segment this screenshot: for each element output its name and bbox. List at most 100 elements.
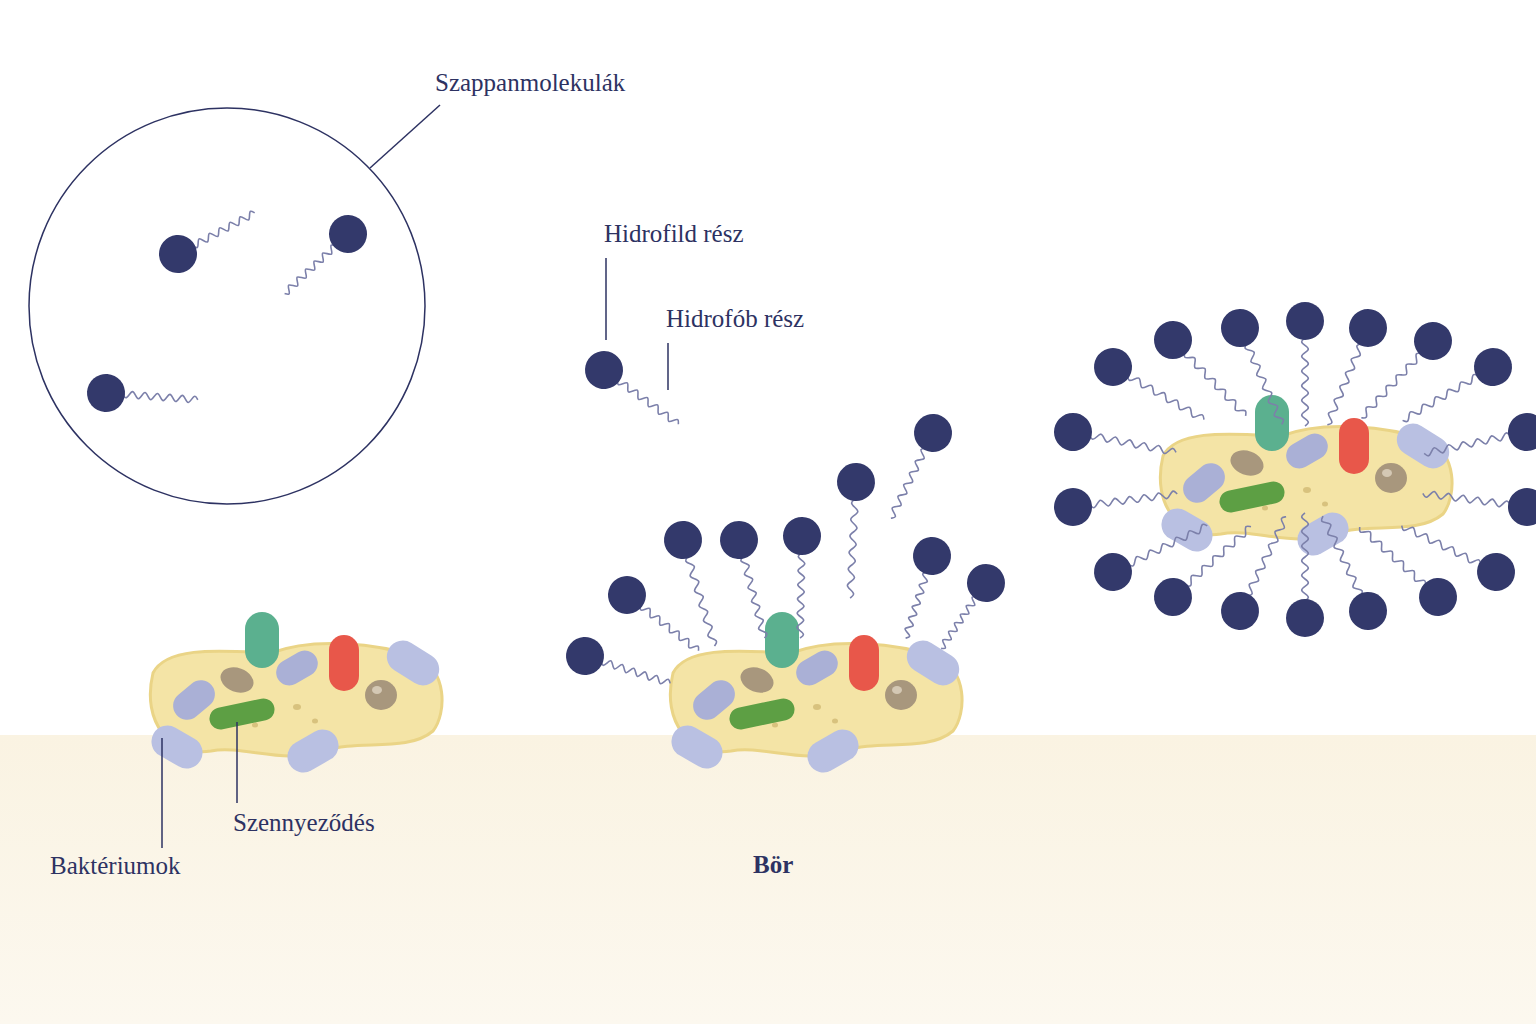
soap-molecule (1215, 508, 1304, 636)
hydrophobic-tail (1127, 523, 1209, 568)
hydrophobic-tail (1089, 491, 1177, 509)
soap-molecule (1420, 475, 1536, 529)
hydrophobic-tail (191, 210, 256, 249)
soap-molecule (600, 568, 710, 665)
soap-molecule (1347, 314, 1459, 431)
leader-line (605, 258, 607, 340)
soap-molecule (1088, 509, 1216, 598)
hydrophobic-tail (638, 603, 700, 654)
soap-molecule (1347, 513, 1465, 624)
hydrophobic-tail (938, 595, 979, 650)
hydrophobic-tail (1324, 342, 1364, 426)
callout-label: Szappanmolekulák (435, 68, 625, 98)
hydrophilic-head (1343, 586, 1394, 637)
soap-molecule (659, 516, 732, 651)
hydrophilic-head (152, 228, 203, 279)
hydrophobic-tail (797, 553, 805, 638)
hydrophobic-tail (1422, 490, 1510, 508)
hydrophilic-head (716, 517, 762, 563)
hydrophobic-tail (600, 658, 671, 687)
hydrophobic-tail (1424, 432, 1512, 456)
hydrophilic-head (908, 532, 956, 580)
soap-molecule (1286, 513, 1324, 637)
hydrophobic-tail (902, 571, 930, 639)
hydrophilic-head (577, 343, 630, 396)
skin-band: Bör (0, 735, 1536, 1024)
soap-molecule (1393, 509, 1521, 598)
soap-molecule (831, 462, 876, 599)
leader-line (667, 343, 669, 390)
hydrophobic-tail (1126, 373, 1206, 423)
soap-molecule (577, 343, 689, 439)
soap-molecule (888, 532, 956, 644)
hydrophilic-head (561, 632, 609, 680)
part-label: Hidrofób rész (666, 304, 804, 334)
hydrophobic-tail (1244, 342, 1285, 425)
soap-molecule (1052, 475, 1180, 528)
hydrophilic-head (600, 568, 653, 621)
hydrophilic-head (1505, 410, 1536, 455)
hydrophilic-head (1087, 341, 1139, 393)
hydrophobic-tail (616, 377, 681, 427)
hydrophilic-head (1286, 302, 1324, 340)
hydrophilic-head (1411, 570, 1465, 624)
hydrophilic-head (321, 207, 375, 261)
hydrophobic-tail (1320, 515, 1364, 597)
hydrophilic-head (960, 557, 1013, 610)
hydrophilic-head (1467, 341, 1519, 393)
hydrophobic-tail (282, 243, 338, 296)
hydrophobic-tail (740, 556, 768, 639)
soap-molecule (272, 207, 375, 307)
soap-molecule (1420, 410, 1536, 472)
hydrophilic-head (1052, 486, 1094, 528)
hydrophobic-tail (1401, 373, 1480, 423)
hydrophobic-tail (1244, 515, 1289, 597)
soap-molecule (925, 557, 1012, 660)
hydrophilic-head (86, 373, 127, 414)
hydrophobic-tail (1400, 523, 1482, 568)
hydrophobic-tail (685, 555, 718, 647)
soap-molecule (1146, 313, 1259, 429)
hydrophilic-head (1146, 570, 1200, 624)
soap-molecules (86, 196, 1536, 701)
soap-molecule (1306, 508, 1393, 636)
soap-molecule (1393, 341, 1519, 437)
hydrophilic-head (1146, 313, 1200, 367)
soap-molecule (561, 632, 676, 701)
soap-molecule (1087, 341, 1213, 436)
callout-label: Szennyeződés (233, 808, 375, 838)
soap-molecule (1286, 302, 1324, 426)
hydrophobic-tail (123, 391, 198, 403)
hydrophobic-tail (1182, 350, 1248, 418)
hydrophobic-tail (1183, 524, 1253, 588)
soap-molecule (86, 373, 200, 419)
hydrophilic-head (1406, 314, 1460, 368)
soap-molecule (152, 196, 263, 280)
callout-label: Baktériumok (50, 851, 181, 881)
hydrophilic-head (1051, 410, 1096, 455)
hydrophilic-head (783, 517, 822, 556)
magnifier-circle (29, 108, 425, 504)
soap-molecule (1051, 410, 1180, 471)
hydrophilic-head (1215, 586, 1266, 637)
hydrophobic-tail (1302, 338, 1309, 426)
hydrophilic-head (1471, 547, 1522, 598)
soap-molecule (1310, 303, 1393, 432)
hydrophilic-head (1286, 599, 1324, 637)
hydrophobic-tail (888, 447, 929, 520)
hydrophilic-head (659, 516, 706, 563)
soap-molecule (716, 517, 783, 643)
hydrophilic-head (908, 408, 959, 459)
hydrophilic-head (1343, 303, 1393, 353)
hydrophilic-head (1088, 547, 1139, 598)
dirt-cluster (1156, 395, 1456, 561)
hydrophobic-tail (1302, 513, 1309, 601)
soap-molecule (874, 408, 959, 527)
hydrophilic-head (836, 462, 876, 502)
hydrophilic-head (1506, 486, 1536, 529)
hydrophobic-tail (1089, 432, 1177, 456)
part-label: Hidrofild rész (604, 219, 744, 249)
soap-molecule (1215, 303, 1299, 432)
soap-molecule (1146, 513, 1264, 624)
